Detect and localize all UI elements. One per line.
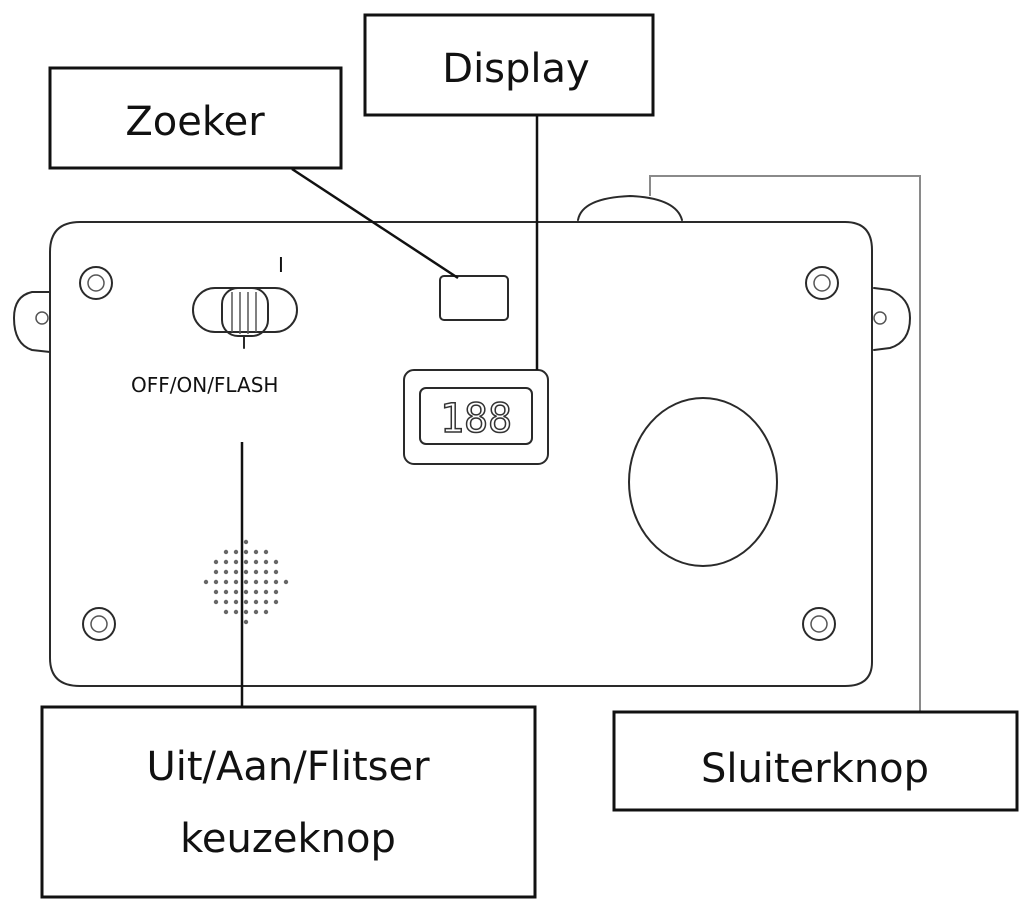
speaker-hole	[253, 569, 259, 575]
speaker-hole	[243, 569, 249, 575]
strap-lug-right	[873, 287, 911, 351]
leader-shutter	[649, 175, 921, 712]
speaker-hole	[213, 569, 219, 575]
speaker-hole	[233, 609, 239, 615]
speaker-hole	[283, 579, 289, 585]
lcd-display: 188	[403, 369, 549, 465]
speaker-hole	[243, 559, 249, 565]
speaker-hole	[213, 589, 219, 595]
screw-top-left	[79, 266, 113, 300]
speaker-hole	[223, 569, 229, 575]
speaker-hole	[253, 579, 259, 585]
label-mode-switch-line2: keuzeknop	[180, 816, 396, 862]
strap-lug-right-hole	[873, 311, 887, 325]
speaker-hole	[273, 599, 279, 605]
speaker-hole	[243, 589, 249, 595]
speaker-hole	[223, 549, 229, 555]
speaker-hole	[273, 579, 279, 585]
speaker-hole	[243, 579, 249, 585]
speaker-hole	[253, 549, 259, 555]
speaker-hole	[243, 599, 249, 605]
speaker-hole	[243, 609, 249, 615]
label-shutter-text: Sluiterknop	[701, 746, 929, 792]
speaker-hole	[263, 579, 269, 585]
switch-mark: I	[278, 253, 284, 277]
speaker-hole	[273, 589, 279, 595]
label-display-text: Display	[442, 46, 589, 92]
speaker-hole	[263, 569, 269, 575]
speaker-hole	[223, 599, 229, 605]
leader-viewfinder	[291, 167, 459, 280]
speaker-hole	[263, 599, 269, 605]
label-shutter: Sluiterknop	[612, 710, 1019, 812]
speaker-hole	[263, 589, 269, 595]
speaker-hole	[253, 589, 259, 595]
strap-lug-left-hole	[35, 311, 49, 325]
label-display: Display	[363, 13, 655, 117]
label-viewfinder-text: Zoeker	[125, 99, 265, 145]
speaker-hole	[243, 549, 249, 555]
body-outline	[49, 221, 873, 687]
speaker-hole	[253, 599, 259, 605]
speaker-hole	[263, 559, 269, 565]
shutter-button-shape	[577, 195, 683, 221]
speaker-hole	[253, 559, 259, 565]
label-mode-switch: Uit/Aan/Flitser keuzeknop	[40, 705, 537, 899]
viewfinder-window	[439, 275, 509, 321]
speaker-hole	[213, 579, 219, 585]
speaker-hole	[263, 609, 269, 615]
speaker-hole	[233, 599, 239, 605]
camera-body: I OFF/ON/FLASH 188	[13, 195, 911, 687]
speaker-hole	[243, 539, 249, 545]
speaker-hole	[223, 559, 229, 565]
switch-text: OFF/ON/FLASH	[131, 373, 278, 397]
speaker-hole	[253, 609, 259, 615]
speaker-hole	[213, 599, 219, 605]
speaker-hole	[213, 559, 219, 565]
speaker-grille	[203, 539, 289, 625]
screw-bottom-left	[82, 607, 116, 641]
speaker-hole	[233, 569, 239, 575]
flash-window	[628, 397, 778, 567]
mode-switch	[192, 287, 298, 349]
speaker-hole	[203, 579, 209, 585]
speaker-hole	[243, 619, 249, 625]
label-mode-switch-line1: Uit/Aan/Flitser	[146, 744, 430, 790]
speaker-hole	[233, 559, 239, 565]
speaker-hole	[273, 569, 279, 575]
speaker-hole	[233, 589, 239, 595]
speaker-hole	[223, 589, 229, 595]
screw-top-right	[805, 266, 839, 300]
strap-lug-left	[13, 291, 51, 353]
label-viewfinder: Zoeker	[48, 66, 343, 170]
screw-bottom-right	[802, 607, 836, 641]
speaker-hole	[233, 579, 239, 585]
speaker-hole	[233, 549, 239, 555]
speaker-hole	[273, 559, 279, 565]
lcd-digits: 188	[440, 396, 512, 442]
speaker-hole	[263, 549, 269, 555]
speaker-hole	[223, 579, 229, 585]
speaker-hole	[223, 609, 229, 615]
